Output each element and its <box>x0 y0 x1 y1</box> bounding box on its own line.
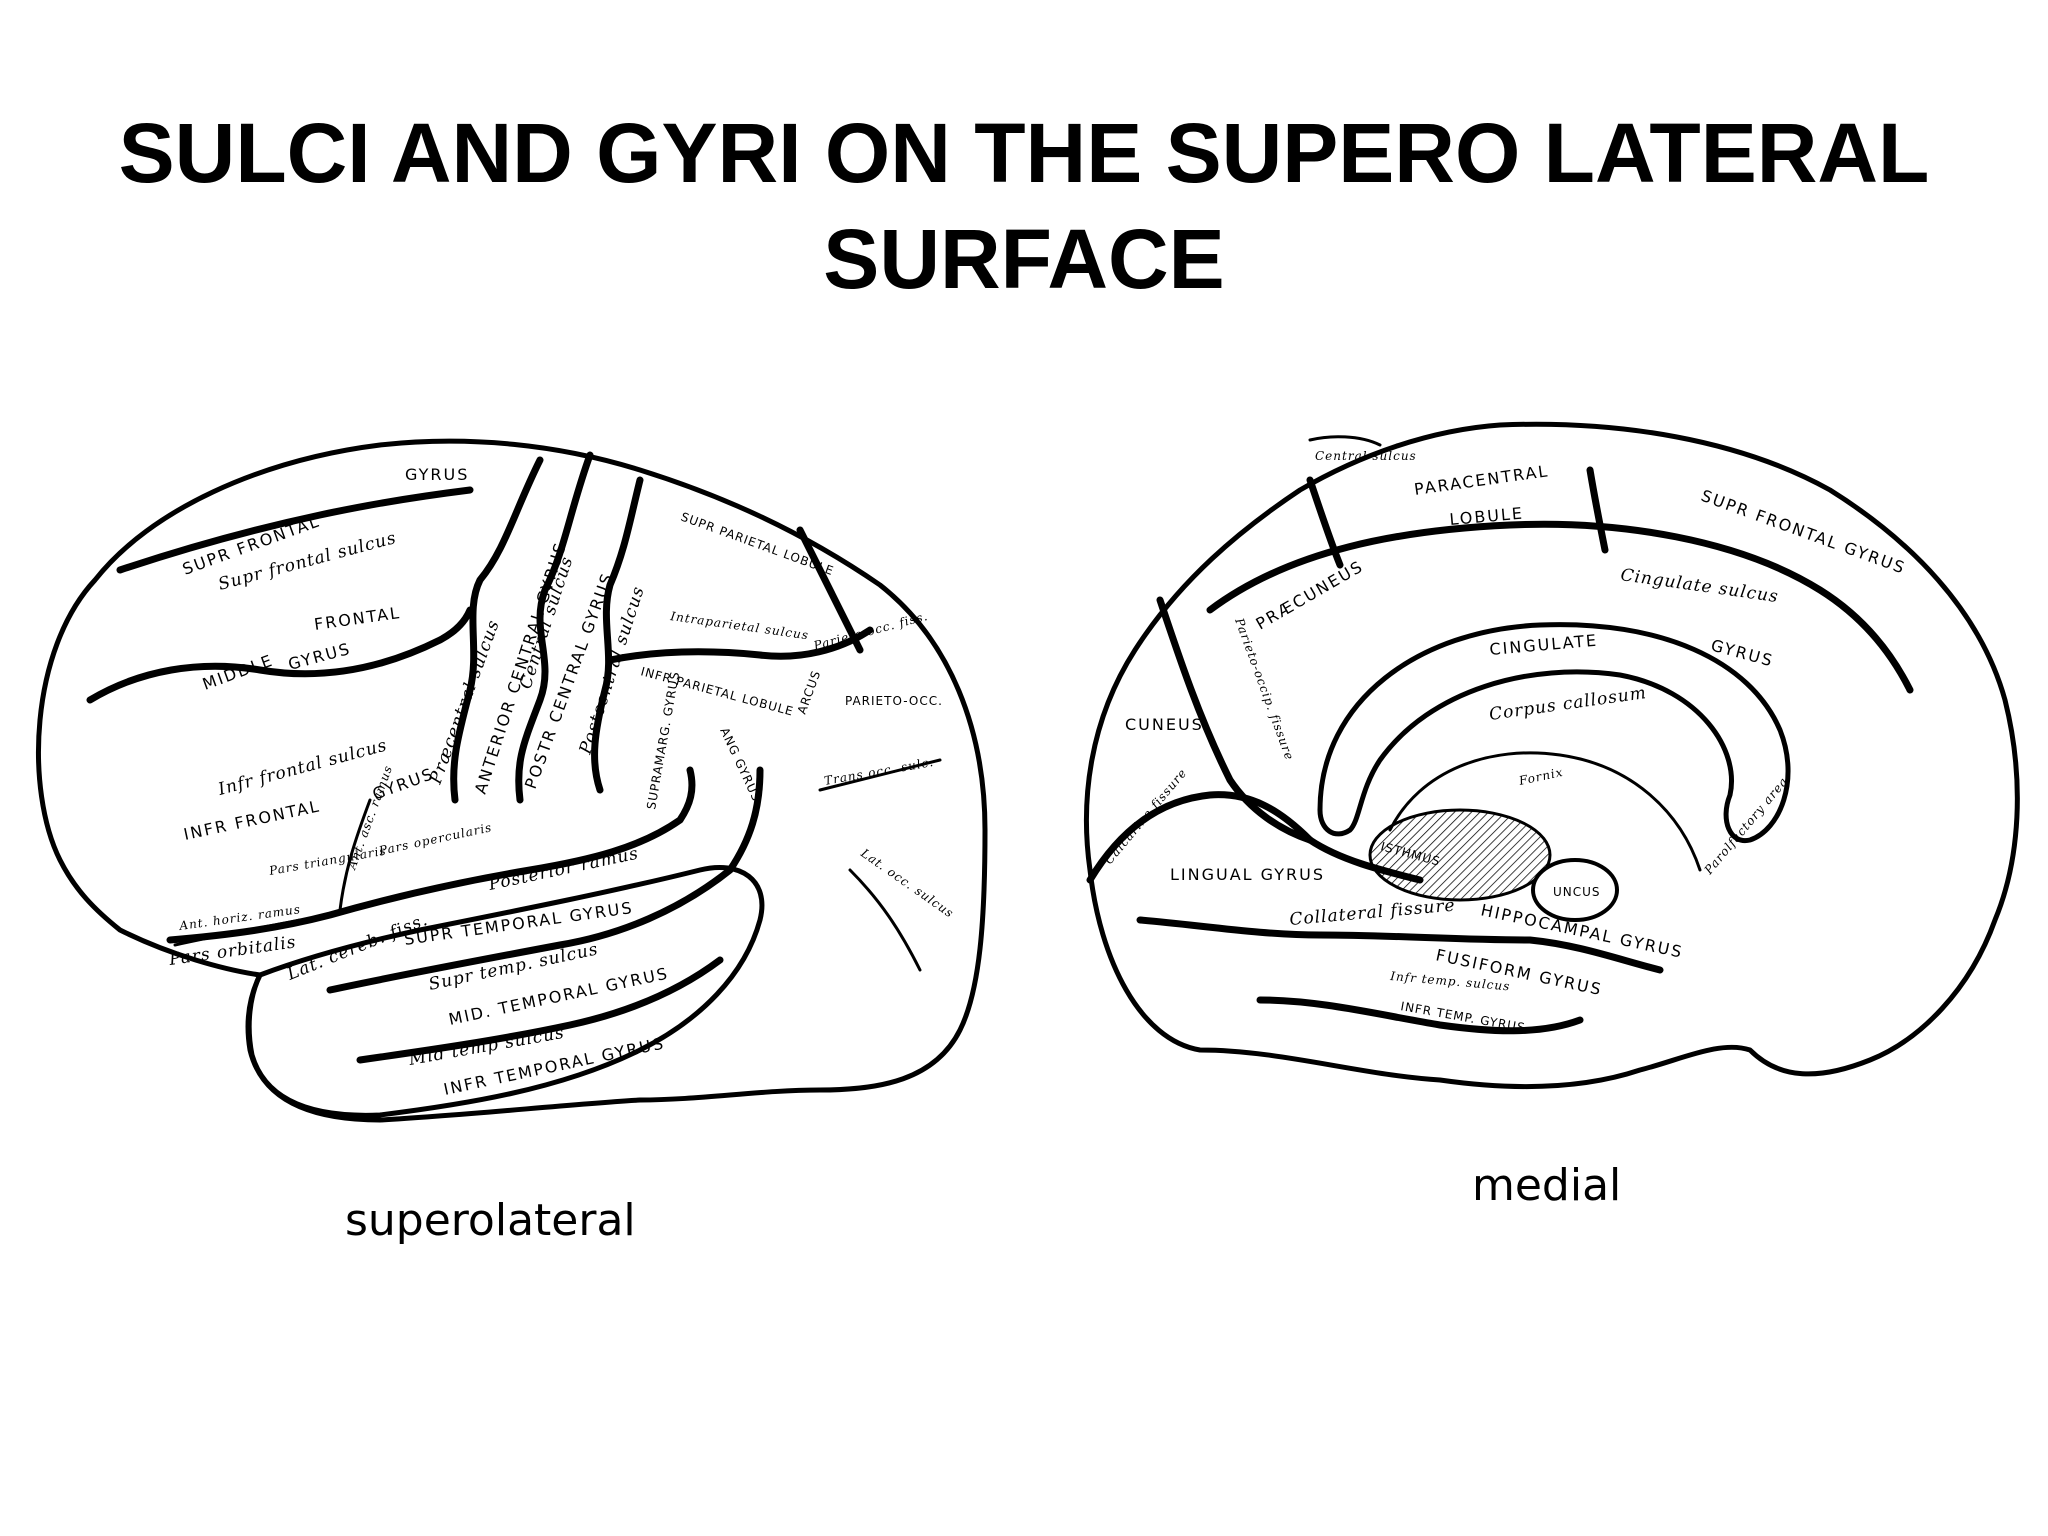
title-line-1: SULCI AND GYRI ON THE SUPERO LATERAL <box>118 106 1930 200</box>
caption-medial: medial <box>1472 1160 1622 1211</box>
parieto-occipital-fissure-line <box>796 526 864 654</box>
trans-occ-sulcus-line <box>818 758 942 792</box>
parieto-occipital-line <box>1156 596 1314 844</box>
central-sulcus-line <box>515 451 594 804</box>
ant-horiz-ramus-line <box>173 918 302 947</box>
collateral-fissure-line <box>1136 916 1664 974</box>
slide-title: SULCI AND GYRI ON THE SUPERO LATERAL SUR… <box>0 100 2048 312</box>
fornix-line <box>1388 751 1702 872</box>
paracentral-boundary <box>1306 466 1609 569</box>
intraparietal-sulcus-line <box>606 626 874 664</box>
med-central-sulcus-label: Central sulcus <box>1315 449 1417 463</box>
med-lingual-gyrus-label: LINGUAL GYRUS <box>1170 865 1325 884</box>
superior-frontal-sulcus <box>116 486 474 574</box>
infr-temp-sulcus-line <box>1256 996 1584 1035</box>
superior-temporal-sulcus <box>326 766 764 994</box>
med-cuneus-label: CUNEUS <box>1125 715 1204 734</box>
lateral-cerebral-fissure <box>166 766 696 944</box>
central-sulcus-medial-line <box>1308 435 1382 447</box>
lat-occ-sulcus-line <box>848 868 922 972</box>
uncus-shape <box>1531 858 1619 922</box>
lateral-brain-svg: GYRUS SUPR FRONTAL Supr frontal sulcus M… <box>35 438 988 1123</box>
lateral-brain-diagram: GYRUS SUPR FRONTAL Supr frontal sulcus M… <box>0 400 1010 1140</box>
medial-brain-diagram: Central sulcus PARACENTRAL LOBULE SUPR F… <box>1060 400 2048 1140</box>
caption-superolateral: superolateral <box>345 1195 636 1246</box>
postcentral-sulcus-line <box>591 476 644 794</box>
middle-temporal-sulcus <box>356 956 724 1064</box>
temporal-lobe-outline <box>246 864 765 1118</box>
medial-brain-svg: Central sulcus PARACENTRAL LOBULE SUPR F… <box>1083 421 2020 1090</box>
title-line-2: SURFACE <box>823 212 1225 306</box>
ant-asc-ramus-line <box>338 798 372 912</box>
corpus-callosum-shape <box>1317 622 1791 844</box>
med-uncus-label: UNCUS <box>1553 885 1601 899</box>
praecentral-sulcus-line <box>450 456 544 804</box>
lat-gyrus-top-label: GYRUS <box>405 465 469 484</box>
calcarine-fissure-line <box>1086 791 1424 884</box>
inferior-frontal-sulcus <box>86 606 474 704</box>
lat-parieto-occ-label: PARIETO-OCC. <box>845 694 943 708</box>
